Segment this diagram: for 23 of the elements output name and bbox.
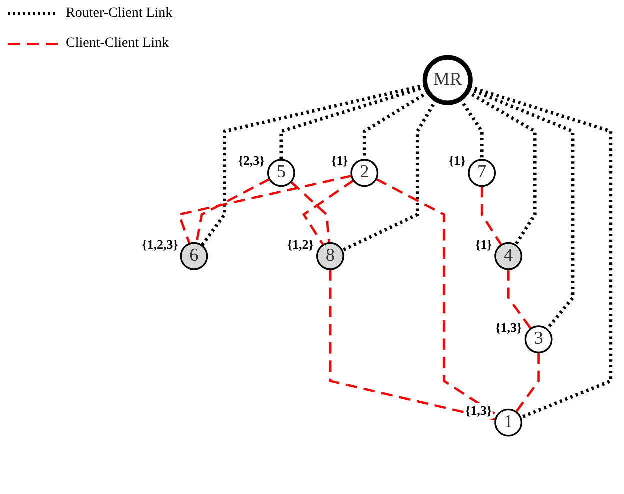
node-circle: 6 (180, 242, 208, 270)
node-annotation: {1,3} (464, 403, 493, 420)
connector (302, 180, 354, 246)
legend-label: Client-Client Link (66, 36, 170, 52)
node-circle: 7 (468, 159, 496, 188)
connector (290, 181, 330, 244)
node-circle: 5 (267, 159, 296, 188)
legend-label: Router-Client Link (66, 6, 173, 22)
connector (466, 90, 537, 246)
connector (178, 174, 352, 244)
connector (480, 186, 502, 246)
connector (507, 269, 532, 330)
node-annotation: {1} (330, 153, 350, 170)
node-circle: 1 (494, 408, 523, 437)
node-annotation: {2,3} (237, 153, 266, 170)
node-circle: 2 (350, 159, 379, 188)
node-circle: 8 (316, 242, 344, 270)
connector (515, 352, 540, 413)
node-annotation: {1} (448, 153, 467, 170)
node-circle: 3 (524, 326, 553, 354)
connector (469, 85, 613, 420)
node-circle: MR (422, 55, 473, 106)
node-circle: 4 (494, 242, 523, 270)
